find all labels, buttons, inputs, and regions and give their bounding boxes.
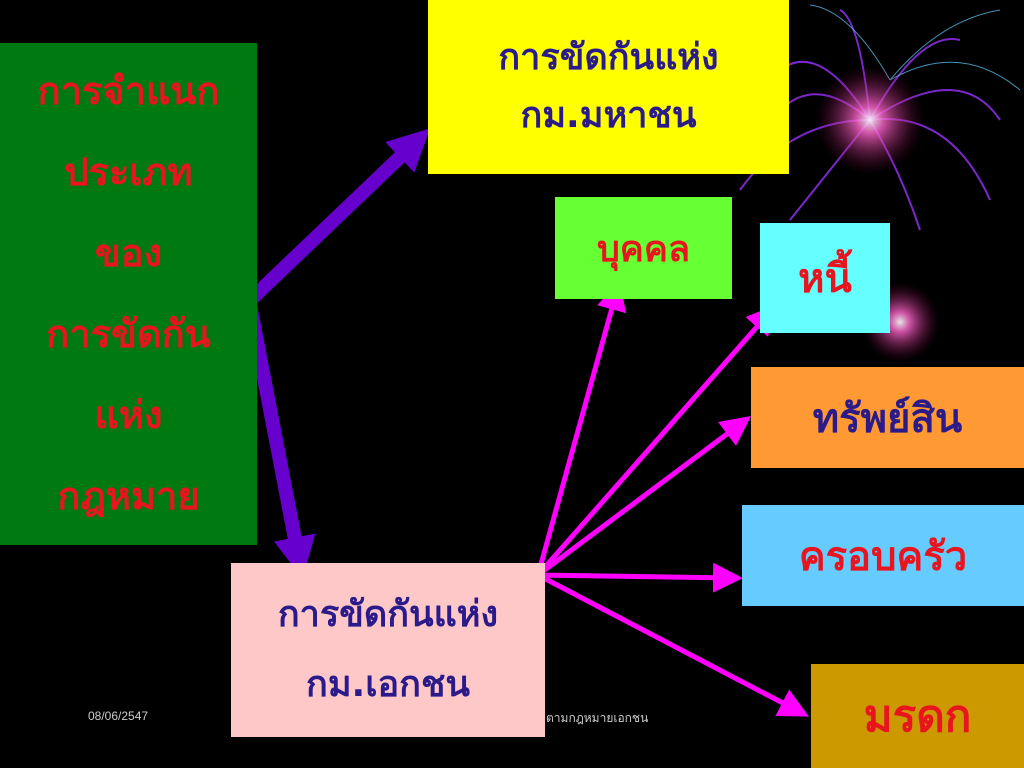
- family-label: ครอบครัว: [798, 533, 968, 580]
- left-box-line: การจำแนก: [37, 69, 220, 113]
- inheritance-box: มรดก: [811, 664, 1024, 768]
- private-law-conflict-box: การขัดกันแห่ง กม.เอกชน: [231, 563, 545, 737]
- arrow-to-person: [535, 280, 627, 576]
- public-law-line: การขัดกันแห่ง: [498, 37, 719, 78]
- arrow-to-family: [537, 562, 743, 593]
- slide-footer: ตามกฎหมายเอกชน: [546, 711, 649, 725]
- left-box-line: แห่ง: [94, 393, 163, 437]
- conflict-of-laws-classification-box: การจำแนก ประเภท ของ การขัดกัน แห่ง กฎหมา…: [0, 43, 257, 545]
- left-box-line: กฎหมาย: [57, 474, 200, 518]
- left-box-line: การขัดกัน: [46, 312, 211, 356]
- debt-label: หนี้: [798, 256, 852, 302]
- arrow-to-debt: [536, 304, 777, 577]
- private-law-line: กม.เอกชน: [306, 664, 470, 705]
- left-box-line: ของ: [94, 231, 163, 275]
- magenta-arrows: [535, 280, 809, 717]
- person-label: บุคคล: [596, 228, 691, 270]
- arrow-to-inheritance: [536, 572, 809, 717]
- property-box: ทรัพย์สิน: [751, 367, 1024, 468]
- arrow-to-property: [536, 416, 752, 578]
- slide-date: 08/06/2547: [88, 709, 149, 723]
- person-box: บุคคล: [555, 197, 732, 299]
- arrow-to-public-law: [240, 128, 431, 311]
- arrow-to-private-law: [243, 303, 316, 579]
- public-law-conflict-box: การขัดกันแห่ง กม.มหาชน: [428, 0, 789, 174]
- left-box-line: ประเภท: [64, 150, 193, 194]
- private-law-line: การขัดกันแห่ง: [277, 594, 499, 635]
- property-label: ทรัพย์สิน: [812, 395, 963, 442]
- fireworks-decoration: [739, 4, 1021, 362]
- debt-box: หนี้: [760, 223, 890, 333]
- purple-arrows: [240, 128, 431, 579]
- inheritance-label: มรดก: [863, 691, 972, 742]
- family-box: ครอบครัว: [742, 505, 1024, 606]
- public-law-line: กม.มหาชน: [520, 95, 697, 136]
